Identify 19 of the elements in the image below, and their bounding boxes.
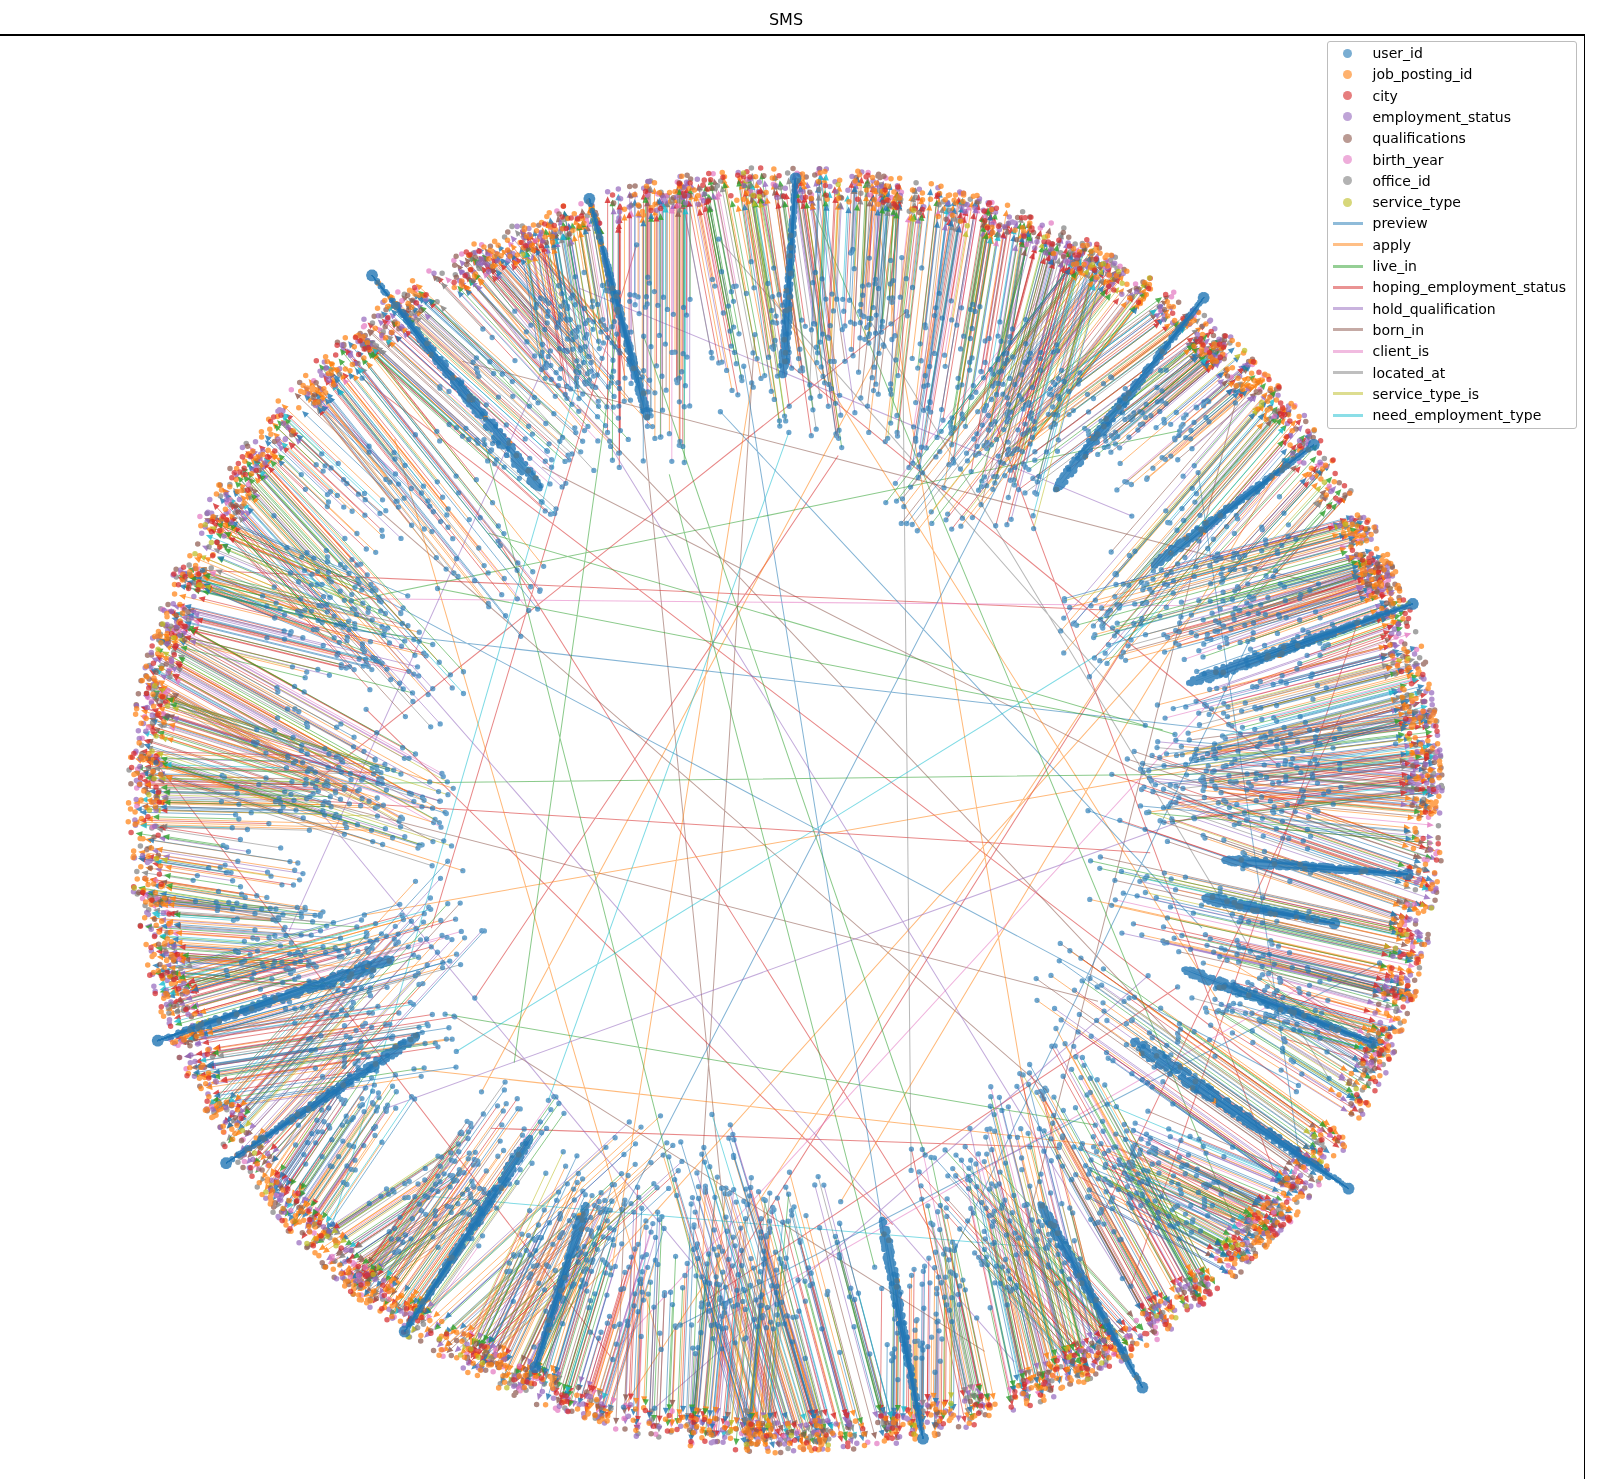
legend-label: user_id: [1372, 44, 1423, 62]
legend-label: hoping_employment_status: [1372, 278, 1566, 297]
legend-label: birth_year: [1372, 150, 1444, 169]
legend-label: service_type: [1372, 193, 1461, 212]
legend-label: located_at: [1372, 363, 1446, 382]
legend-label: client_is: [1372, 342, 1430, 361]
legend-label: city: [1372, 86, 1398, 105]
legend-label: born_in: [1372, 320, 1425, 339]
chart-title: SMS: [768, 10, 804, 29]
legend-label: employment_status: [1372, 107, 1511, 126]
legend-label: service_type_is: [1372, 384, 1480, 403]
legend-label: apply: [1372, 235, 1412, 254]
legend-label: office_id: [1372, 171, 1431, 190]
legend-label: need_employment_type: [1372, 406, 1542, 425]
legend-label: job_posting_id: [1372, 65, 1473, 84]
legend-label: hold_qualification: [1372, 299, 1496, 318]
legend-label: preview: [1372, 214, 1428, 233]
legend-label: qualifications: [1372, 129, 1466, 148]
legend-label: live_in: [1372, 257, 1417, 275]
